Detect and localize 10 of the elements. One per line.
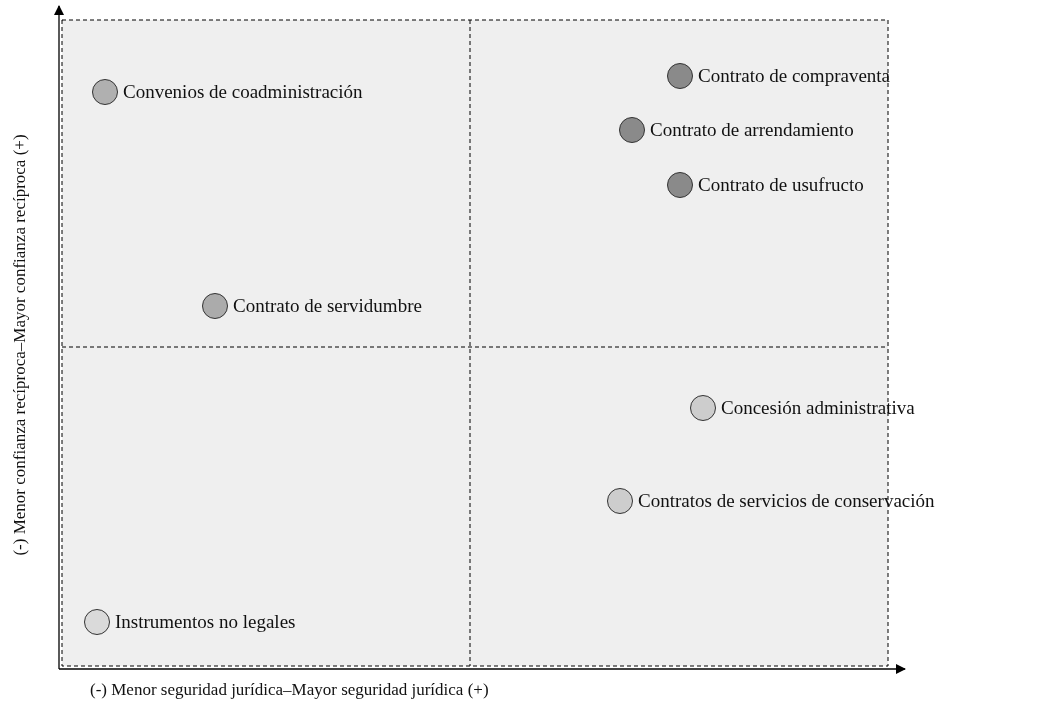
point-label: Contratos de servicios de conservación bbox=[638, 490, 935, 512]
point-label: Contrato de usufructo bbox=[698, 174, 864, 196]
x-axis-title: (-) Menor seguridad jurídica–Mayor seguridad jurídica (+) bbox=[90, 680, 489, 700]
y-axis-title: (-) Menor confianza recíproca–Mayor confianza recíproca (+) bbox=[10, 134, 30, 556]
point-label: Contrato de compraventa bbox=[698, 65, 891, 87]
point-label: Instrumentos no legales bbox=[115, 611, 296, 633]
point-label: Contrato de servidumbre bbox=[233, 295, 422, 317]
point-label: Convenios de coadministración bbox=[123, 81, 363, 103]
point-label: Contrato de arrendamiento bbox=[650, 119, 854, 141]
point-label: Concesión administrativa bbox=[721, 397, 915, 419]
